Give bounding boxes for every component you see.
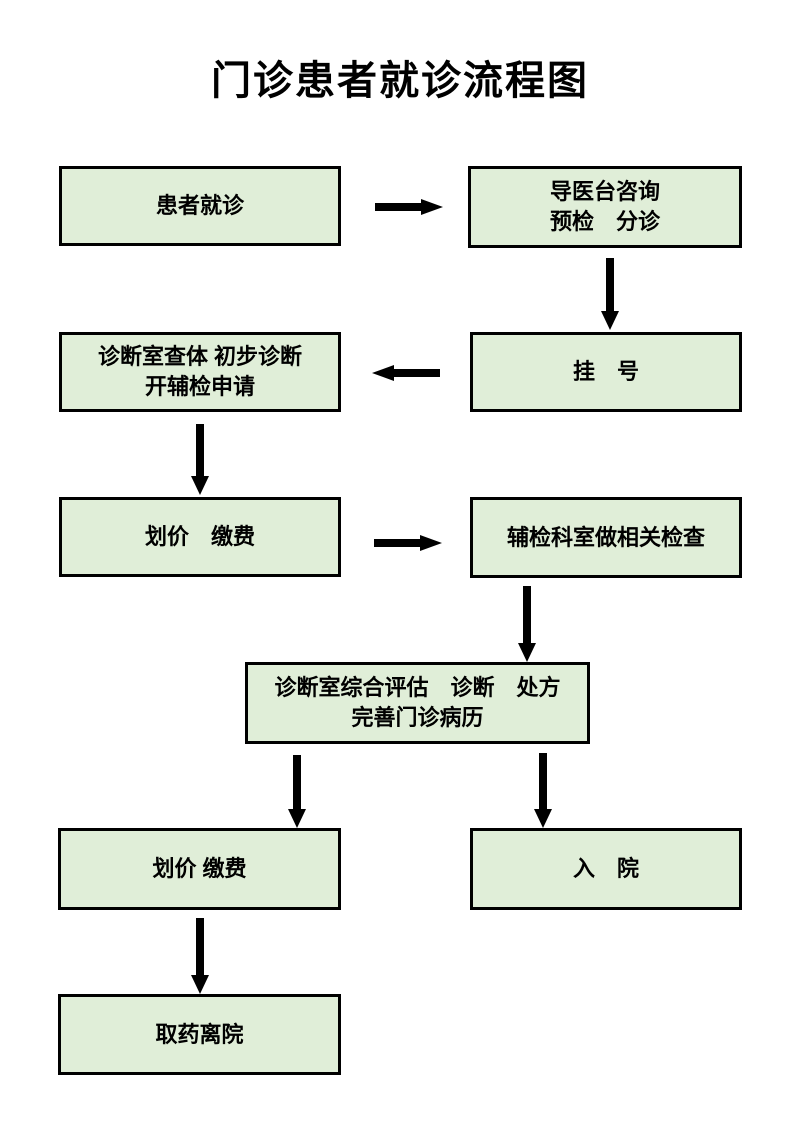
flow-box-guide-desk: 导医台咨询 预检 分诊: [468, 166, 742, 248]
flow-box-label: 诊断室查体 初步诊断: [97, 344, 303, 369]
flow-box-label: 划价 缴费: [144, 524, 255, 549]
page-title: 门诊患者就诊流程图: [211, 59, 589, 103]
flow-box-patient-visit: 患者就诊: [59, 166, 341, 246]
flow-box-label: 预检 分诊: [549, 209, 660, 234]
arrow-shaft: [374, 539, 420, 547]
arrow-head: [534, 809, 552, 828]
flow-box-pricing-payment-2: 划价 缴费: [58, 828, 341, 910]
arrow-head: [191, 476, 209, 495]
flow-box-label: 开辅检申请: [144, 374, 255, 399]
flow-box-label: 取药离院: [155, 1021, 244, 1047]
flow-box-admission: 入 院: [470, 828, 742, 910]
flow-box-exam-room: 诊断室查体 初步诊断 开辅检申请: [59, 332, 341, 412]
flow-box-label: 诊断室综合评估 诊断 处方: [274, 675, 561, 700]
flow-box-registration: 挂 号: [470, 332, 742, 412]
arrow-left-registration-to-exam-room-icon: [372, 365, 440, 381]
arrow-shaft: [293, 755, 301, 809]
flow-box-label: 划价 缴费: [152, 856, 247, 881]
arrow-head: [601, 311, 619, 330]
flow-box-label: 入 院: [572, 856, 639, 881]
arrow-shaft: [196, 424, 204, 476]
arrow-shaft: [394, 369, 440, 377]
arrow-down-pricing-2-to-medicine-leave-icon: [191, 918, 209, 994]
arrow-right-pricing-to-auxiliary-exam-icon: [374, 535, 442, 551]
flow-box-label: 辅检科室做相关检查: [506, 524, 705, 550]
arrow-head: [372, 365, 394, 381]
flow-box-auxiliary-exam: 辅检科室做相关检查: [470, 497, 742, 578]
flow-box-pricing-payment-1: 划价 缴费: [59, 497, 341, 577]
arrow-shaft: [539, 753, 547, 809]
arrow-shaft: [375, 203, 421, 211]
arrow-down-eval-to-pricing-2-icon: [288, 755, 306, 828]
arrow-down-guide-desk-to-registration-icon: [601, 258, 619, 330]
arrow-right-patient-to-guide-desk-icon: [375, 199, 443, 215]
flow-box-label: 患者就诊: [155, 193, 244, 218]
arrow-down-exam-room-to-pricing-icon: [191, 424, 209, 495]
arrow-head: [191, 975, 209, 994]
arrow-down-eval-to-admission-icon: [534, 753, 552, 828]
arrow-head: [420, 535, 442, 551]
flow-box-comprehensive-eval: 诊断室综合评估 诊断 处方 完善门诊病历: [245, 662, 590, 744]
arrow-head: [288, 809, 306, 828]
arrow-head: [518, 643, 536, 662]
flow-box-label: 完善门诊病历: [351, 705, 484, 730]
arrow-shaft: [196, 918, 204, 975]
arrow-shaft: [523, 586, 531, 643]
flow-box-label: 挂 号: [572, 359, 639, 384]
flow-box-medicine-leave: 取药离院: [58, 994, 341, 1075]
arrow-down-auxiliary-exam-to-eval-icon: [518, 586, 536, 662]
flow-box-label: 导医台咨询: [549, 179, 660, 204]
arrow-head: [421, 199, 443, 215]
arrow-shaft: [606, 258, 614, 311]
